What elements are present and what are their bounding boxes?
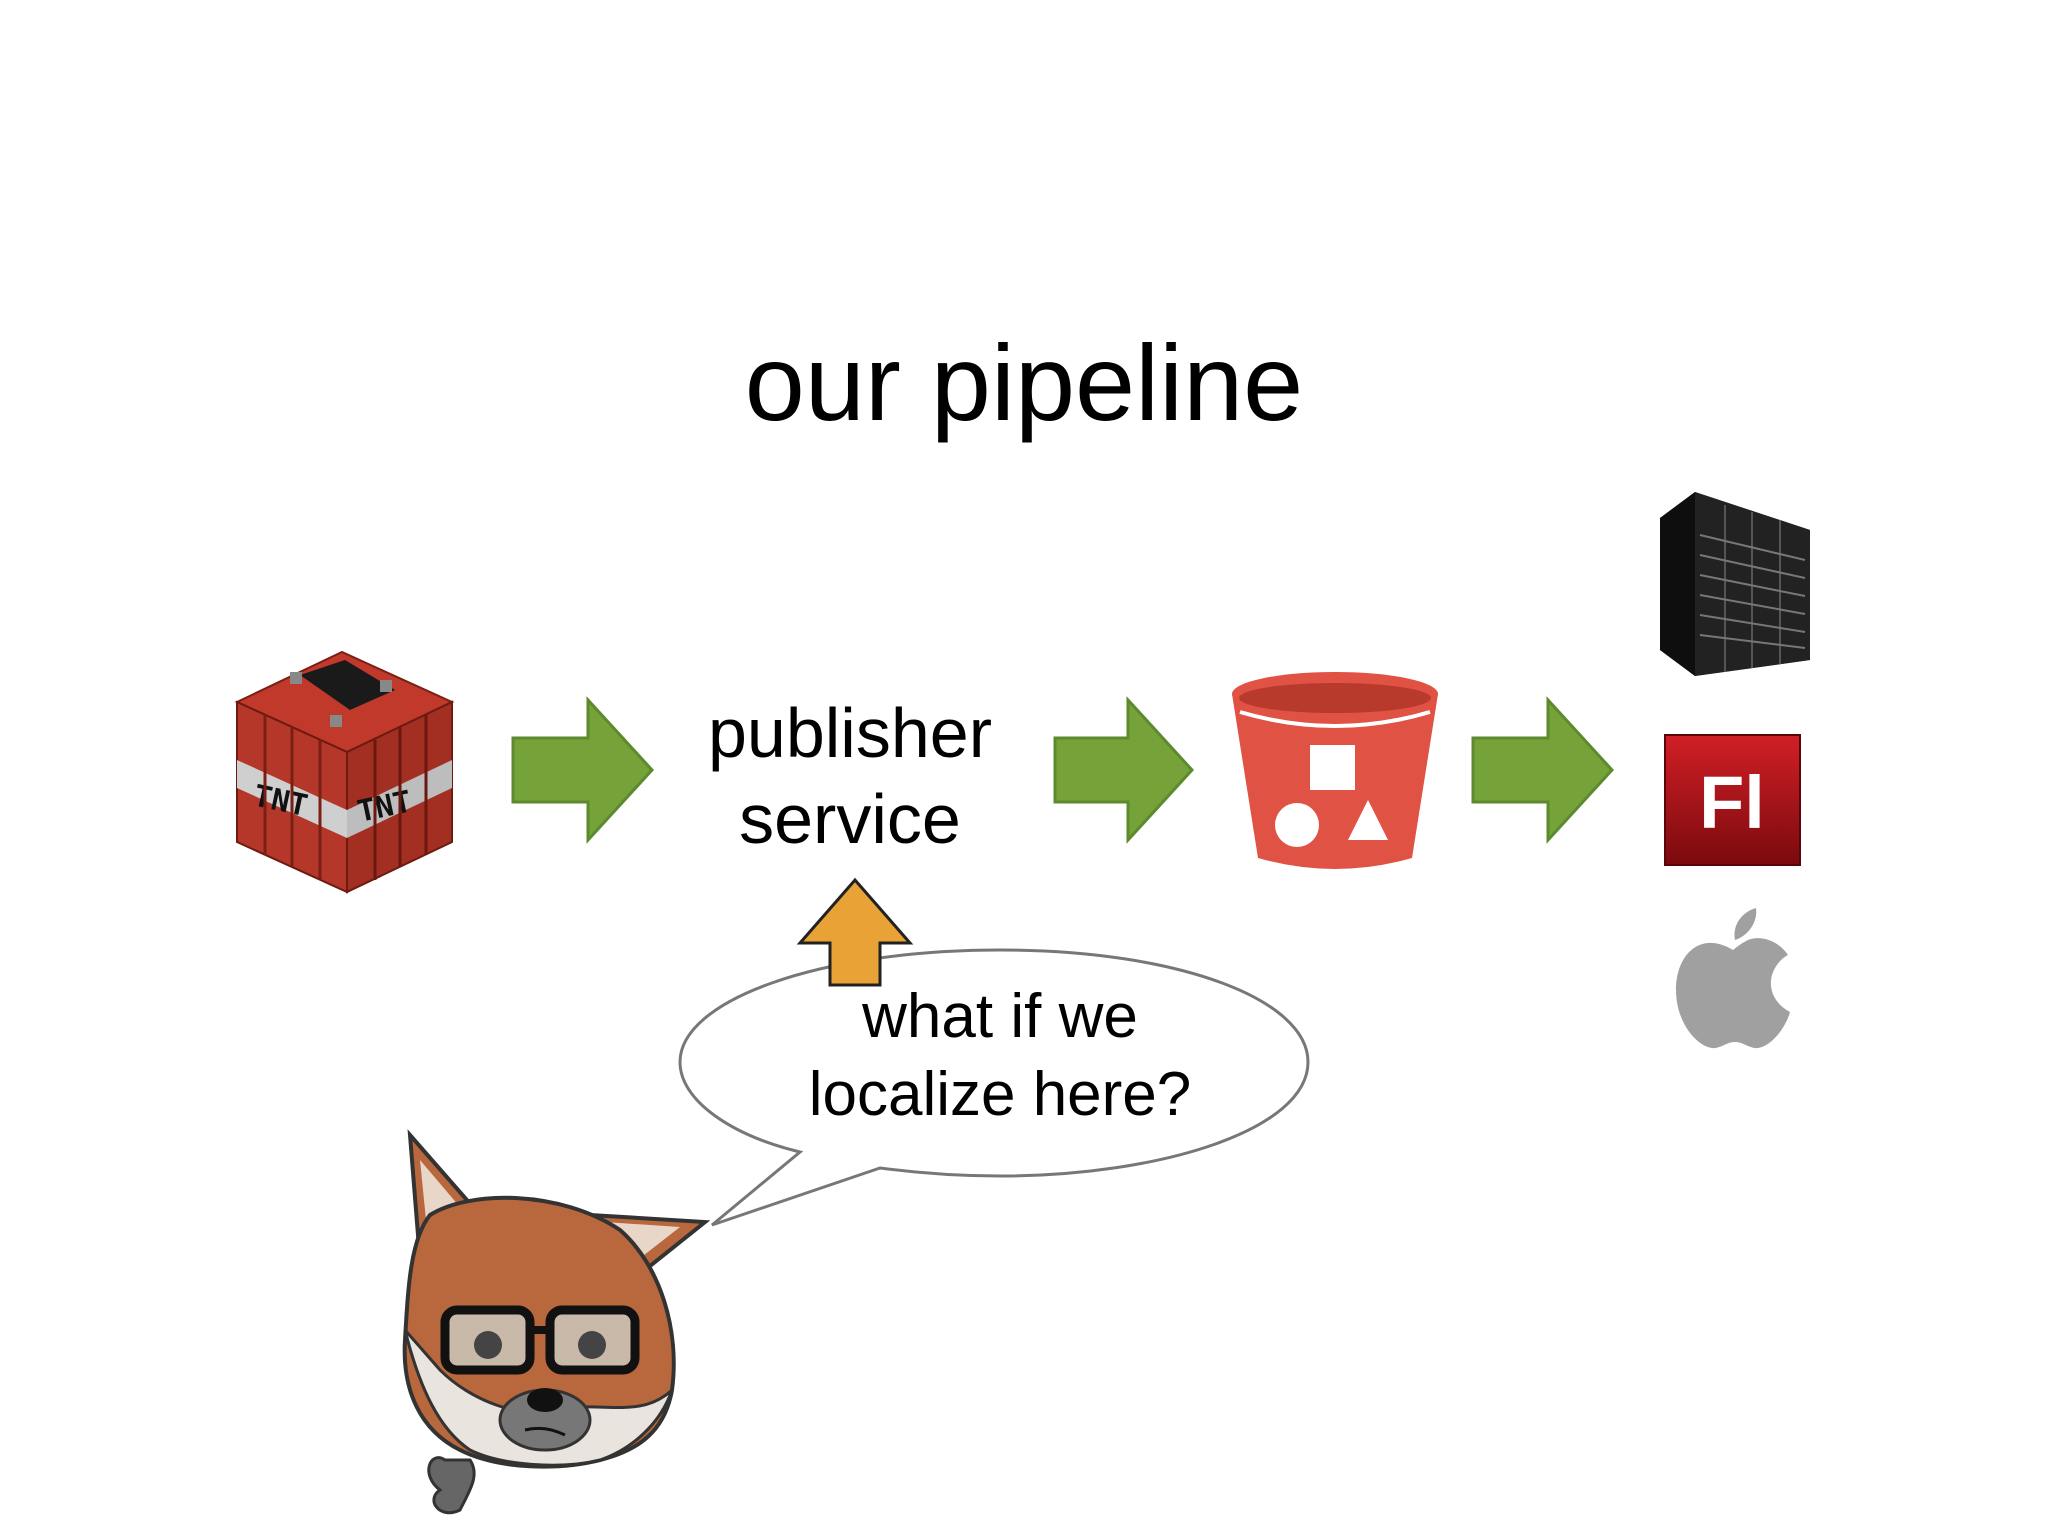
service-label-line1: publisher: [707, 694, 993, 772]
tnt-block-icon: TNT TNT: [234, 650, 455, 894]
server-rack-icon: [1660, 492, 1810, 676]
arrow-right-1: [511, 696, 655, 844]
slide-title: our pipeline: [744, 322, 1304, 443]
speech-bubble-text: what if we localize here?: [760, 978, 1240, 1134]
service-label-line2: service: [739, 780, 961, 858]
publisher-service-label: publisher service: [660, 690, 1040, 862]
s3-bucket-icon: [1232, 672, 1438, 869]
bubble-line1: what if we: [862, 982, 1138, 1051]
arrow-up-orange: [796, 877, 914, 987]
apple-logo-icon: [1676, 908, 1790, 1049]
svg-text:Fl: Fl: [1699, 761, 1765, 844]
arrow-right-3: [1471, 696, 1615, 844]
flash-fl-icon: Fl: [1664, 734, 1801, 866]
thinking-fox-icon: [402, 1129, 711, 1515]
arrow-right-2: [1053, 696, 1195, 844]
bubble-line2: localize here?: [808, 1060, 1192, 1129]
